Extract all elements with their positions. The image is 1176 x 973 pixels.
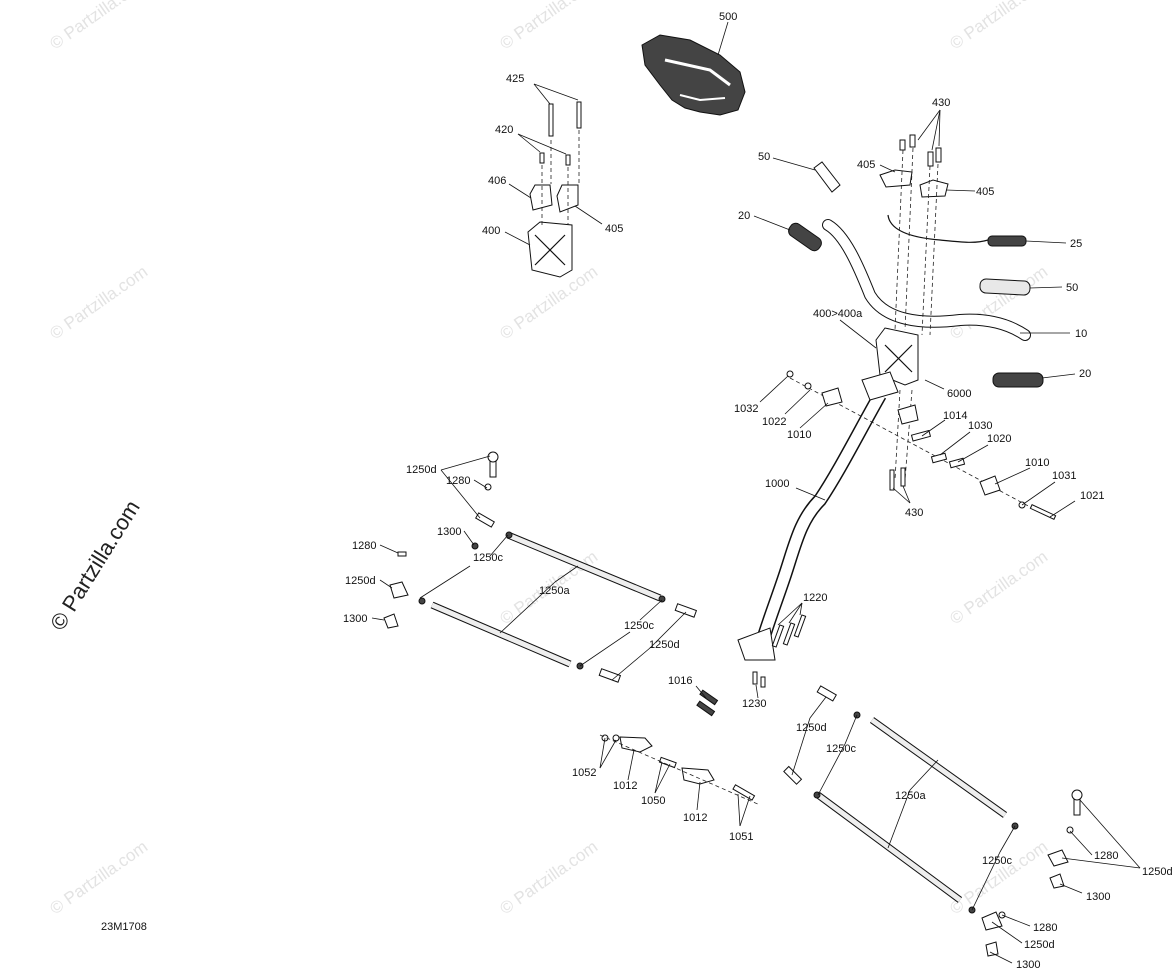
- callout-1000: 1000: [765, 478, 789, 490]
- column-pins: [696, 614, 807, 717]
- callout-405: 405: [857, 159, 875, 171]
- callout-1030: 1030: [968, 420, 992, 432]
- callout-1300: 1300: [1086, 891, 1110, 903]
- callout-1012: 1012: [613, 780, 637, 792]
- callout-1052: 1052: [572, 767, 596, 779]
- diagram-code: 23M1708: [101, 921, 147, 933]
- callout-405: 405: [605, 223, 623, 235]
- callout-1250a: 1250a: [539, 585, 570, 597]
- callout-1230: 1230: [742, 698, 766, 710]
- watermark: © Partzilla.com: [946, 547, 1051, 628]
- callout-50: 50: [758, 151, 770, 163]
- callout-1250d: 1250d: [1024, 939, 1055, 951]
- callout-1010: 1010: [1025, 457, 1049, 469]
- callout-430: 430: [932, 97, 950, 109]
- callout-425: 425: [506, 73, 524, 85]
- tie-rod-left: [383, 451, 698, 683]
- callout-1280: 1280: [1094, 850, 1118, 862]
- callout-1014: 1014: [943, 410, 967, 422]
- callout-1050: 1050: [641, 795, 665, 807]
- callout-1280: 1280: [446, 475, 470, 487]
- callout-1250c: 1250c: [473, 552, 503, 564]
- watermark: © Partzilla.com: [946, 837, 1051, 918]
- callout-1300: 1300: [1016, 959, 1040, 971]
- callout-10: 10: [1075, 328, 1087, 340]
- watermark: © Partzilla.com: [946, 0, 1051, 53]
- callout-1250d: 1250d: [796, 722, 827, 734]
- callout-430: 430: [905, 507, 923, 519]
- callout-25: 25: [1070, 238, 1082, 250]
- leader-lines: [371, 21, 1141, 964]
- watermarks: © Partzilla.com © Partzilla.com © Partzi…: [45, 0, 1051, 918]
- drop-links: [599, 734, 761, 806]
- callout-6000: 6000: [947, 388, 971, 400]
- callout-1300: 1300: [343, 613, 367, 625]
- callout-1250d: 1250d: [345, 575, 376, 587]
- watermark: © Partzilla.com: [496, 0, 601, 53]
- callout-20: 20: [1079, 368, 1091, 380]
- callout-406: 406: [488, 175, 506, 187]
- riser-clamp-right: [875, 134, 949, 491]
- callout-400: 400: [482, 225, 500, 237]
- callout-1051: 1051: [729, 831, 753, 843]
- watermark: © Partzilla.com: [946, 262, 1051, 343]
- callout-1250c: 1250c: [826, 743, 856, 755]
- callout-1250d: 1250d: [1142, 866, 1173, 878]
- callout-1250c: 1250c: [982, 855, 1012, 867]
- callout-1022: 1022: [762, 416, 786, 428]
- callout-1280: 1280: [352, 540, 376, 552]
- callout-1220: 1220: [803, 592, 827, 604]
- callout-400-400a: 400>400a: [813, 308, 863, 320]
- steering-column: [737, 371, 1046, 661]
- column-hardware: [786, 370, 1057, 520]
- handlebar: [822, 219, 1031, 341]
- callout-1010: 1010: [787, 429, 811, 441]
- callout-1250c: 1250c: [624, 620, 654, 632]
- callout-1032: 1032: [734, 403, 758, 415]
- callout-1250a: 1250a: [895, 790, 926, 802]
- callout-1016: 1016: [668, 675, 692, 687]
- callout-420: 420: [495, 124, 513, 136]
- callout-1280: 1280: [1033, 922, 1057, 934]
- callout-405: 405: [976, 186, 994, 198]
- riser-clamp-left: [527, 101, 582, 278]
- watermark: © Partzilla.com: [46, 0, 151, 53]
- callout-1012: 1012: [683, 812, 707, 824]
- watermark: © Partzilla.com: [46, 837, 151, 918]
- tie-rod-right: [783, 685, 1083, 957]
- callout-500: 500: [719, 11, 737, 23]
- callout-1300: 1300: [437, 526, 461, 538]
- callout-50: 50: [1066, 282, 1078, 294]
- watermark-side: © Partzilla.com: [45, 496, 145, 635]
- callout-1031: 1031: [1052, 470, 1076, 482]
- callout-1250d: 1250d: [406, 464, 437, 476]
- handlebar-pad: [641, 34, 746, 116]
- callout-labels: 500 425 420 406 405 400 430 405 405 50 2…: [101, 11, 1173, 971]
- callout-1020: 1020: [987, 433, 1011, 445]
- watermark: © Partzilla.com: [496, 837, 601, 918]
- grips: [788, 161, 1044, 388]
- callout-1021: 1021: [1080, 490, 1104, 502]
- callout-1250d: 1250d: [649, 639, 680, 651]
- callout-20: 20: [738, 210, 750, 222]
- watermark: © Partzilla.com: [46, 262, 151, 343]
